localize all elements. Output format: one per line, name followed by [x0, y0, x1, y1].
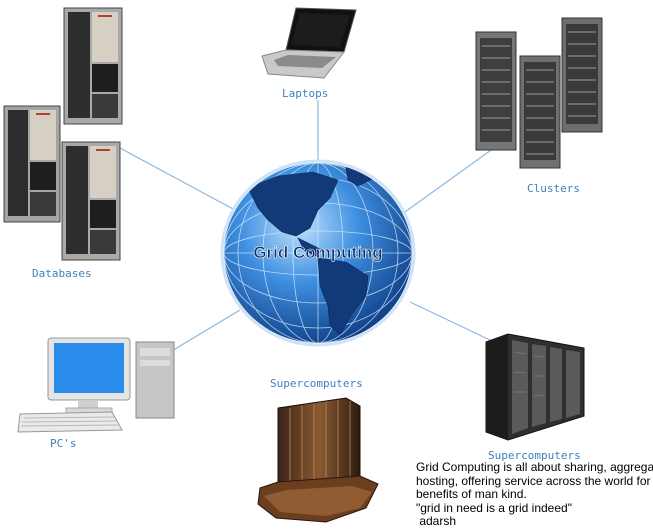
connector-pcs — [164, 309, 241, 356]
supercomputers-right-label: Supercomputers — [488, 449, 581, 462]
globe-icon: Grid Computing — [220, 159, 416, 347]
connector-databases — [119, 147, 236, 211]
pcs-label: PC's — [50, 437, 77, 450]
caption-line-1: Grid Computing is all about sharing, agg… — [416, 461, 653, 474]
cluster-servers-icon — [475, 17, 603, 169]
supercomputers-bottom-label: Supercomputers — [270, 377, 363, 390]
database-racks-icon — [3, 7, 123, 261]
laptops-label: Laptops — [282, 87, 329, 100]
cray-supercomputer-icon — [257, 397, 379, 523]
connector-clusters — [404, 139, 506, 213]
description-caption: Grid Computing is all about sharing, agg… — [416, 461, 653, 529]
rack-supercomputer-icon — [485, 333, 585, 441]
caption-line-3: benefits of man kind. — [416, 487, 527, 501]
clusters-label: Clusters — [527, 182, 580, 195]
pc-icon — [17, 337, 175, 433]
globe-title: Grid Computing — [253, 243, 382, 262]
caption-line-2: hosting, offering service across the wor… — [416, 473, 651, 488]
caption-line-4: "grid in need is a grid indeed" — [416, 500, 572, 515]
laptop-icon — [261, 7, 357, 79]
databases-label: Databases — [32, 267, 92, 280]
caption-line-5: adarsh — [416, 514, 457, 528]
connector-supercomputers-right — [409, 301, 491, 341]
